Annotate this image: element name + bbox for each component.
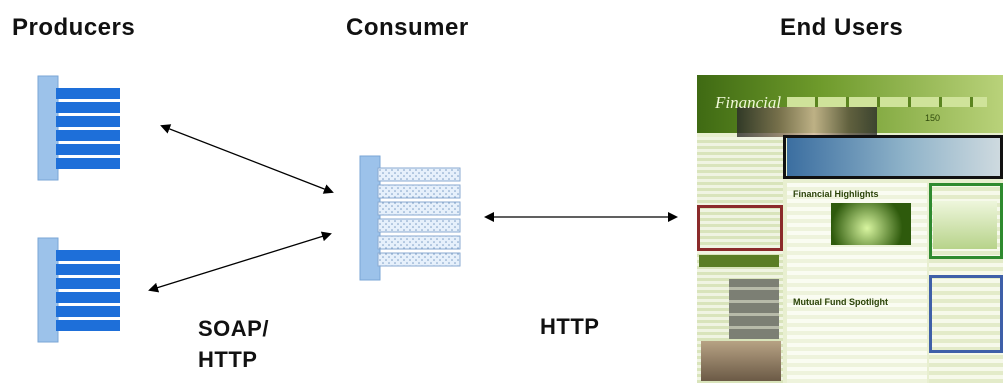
portal-header-photo	[737, 107, 877, 137]
portal-feature-image	[831, 203, 911, 245]
portal-left-table	[729, 279, 779, 339]
arrow-producer1-consumer	[160, 124, 334, 194]
consumer-server	[359, 155, 461, 281]
portlet-highlight-blue	[929, 275, 1003, 353]
portlet-highlight-red	[697, 205, 783, 251]
producers-heading: Producers	[12, 14, 136, 41]
end-user-portal-screenshot: Financial 150 Financial Highlights Mutua…	[697, 75, 1003, 383]
portal-chart	[933, 201, 997, 249]
portal-section-title-2: Mutual Fund Spotlight	[793, 297, 888, 307]
portal-promo: 150	[925, 113, 941, 123]
portal-section-title-1: Financial Highlights	[793, 189, 879, 199]
portal-banner	[787, 137, 1003, 179]
soap-label: SOAP/	[198, 316, 269, 341]
portal-menu	[787, 97, 987, 107]
end-users-heading: End Users	[780, 14, 904, 41]
producer-server-1	[37, 75, 120, 181]
http-label: HTTP	[540, 314, 600, 339]
producer-server-2	[37, 237, 120, 343]
portlet-highlight-black	[783, 135, 1003, 179]
soap-http-label: HTTP	[198, 347, 258, 372]
consumer-heading: Consumer	[346, 14, 469, 41]
arrow-producer2-consumer	[148, 231, 332, 293]
portal-left-photo	[701, 341, 781, 381]
portlet-highlight-green	[929, 183, 1003, 259]
portal-left-band	[699, 255, 779, 267]
portal-logo: Financial	[715, 93, 782, 112]
